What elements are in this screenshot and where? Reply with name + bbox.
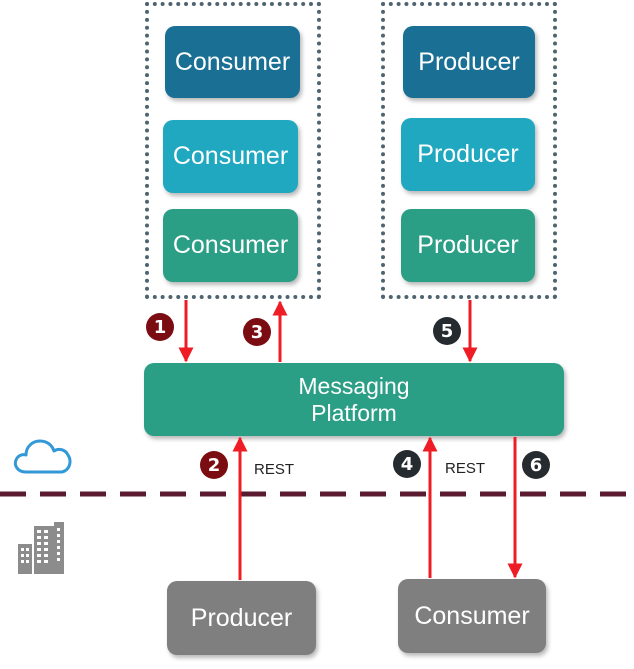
step-badge-2: 2 [200,451,228,479]
cloud-producer-2[interactable]: Producer [401,118,535,191]
onprem-consumer[interactable]: Consumer [398,579,546,653]
platform-line-2: Platform [311,399,397,426]
building-icon [18,522,64,574]
step-badge-5: 5 [433,317,461,345]
platform-line-1: Messaging [298,372,410,399]
cloud-consumer-1[interactable]: Consumer [165,26,300,98]
rest-label-left: REST [254,461,295,478]
consumer-group [145,2,321,299]
cloud-consumer-3[interactable]: Consumer [163,209,298,282]
messaging-platform[interactable]: Messaging Platform [144,363,564,436]
step-badge-6: 6 [522,451,550,479]
producer-group [381,2,557,299]
step-badge-4: 4 [393,450,421,478]
rest-label-right: REST [445,460,486,477]
step-badge-1: 1 [146,313,174,341]
cloud-consumer-2[interactable]: Consumer [163,120,298,193]
cloud-producer-1[interactable]: Producer [403,26,535,98]
cloud-icon [13,439,72,474]
step-badge-3: 3 [243,318,271,346]
onprem-producer[interactable]: Producer [167,581,316,655]
cloud-producer-3[interactable]: Producer [401,209,535,282]
